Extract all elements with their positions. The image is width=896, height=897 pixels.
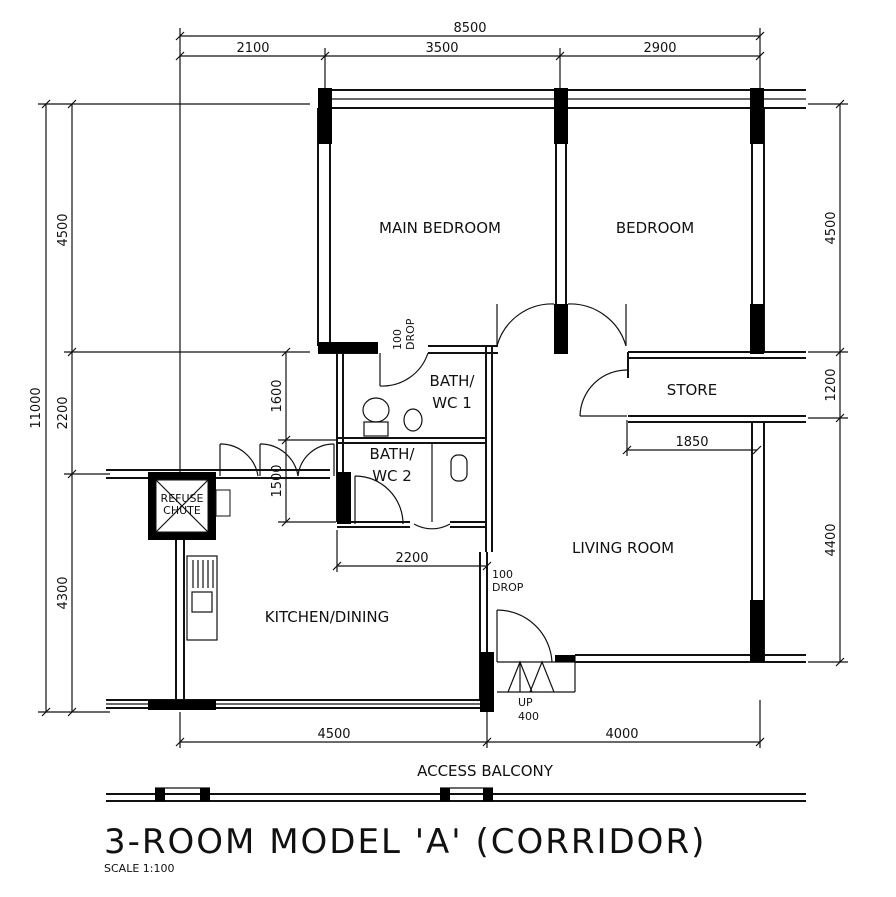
dim-bottom-2: 4000 bbox=[605, 727, 638, 742]
structural-columns bbox=[148, 88, 764, 801]
dim-left-3: 4300 bbox=[56, 576, 71, 609]
dim-total-width: 8500 bbox=[453, 21, 486, 36]
fixtures bbox=[186, 360, 468, 641]
drop-mid-label: DROP bbox=[492, 581, 524, 594]
room-bath1-line1: BATH/ bbox=[430, 372, 476, 390]
dim-inner-2200: 2200 bbox=[395, 551, 428, 566]
dim-right-1: 4500 bbox=[824, 211, 839, 244]
dimension-labels: 8500 2100 3500 2900 4500 4000 11000 4500… bbox=[29, 21, 839, 742]
refuse-chute-line2: CHUTE bbox=[163, 504, 201, 517]
room-living-room: LIVING ROOM bbox=[572, 539, 674, 557]
level-notes: 100 DROP 100 DROP UP 400 bbox=[391, 318, 539, 723]
dim-inner-1600: 1600 bbox=[270, 379, 285, 412]
dim-top-3: 2900 bbox=[643, 41, 676, 56]
drop-mid-value: 100 bbox=[492, 568, 513, 581]
room-labels: MAIN BEDROOM BEDROOM BATH/ WC 1 BATH/ WC… bbox=[161, 219, 718, 780]
dim-left-2: 2200 bbox=[56, 396, 71, 429]
room-bedroom: BEDROOM bbox=[616, 219, 694, 237]
dim-left-total: 11000 bbox=[29, 387, 44, 428]
dim-store-width: 1850 bbox=[675, 435, 708, 450]
room-main-bedroom: MAIN BEDROOM bbox=[379, 219, 501, 237]
drawing-title: 3-ROOM MODEL 'A' (CORRIDOR) bbox=[104, 822, 706, 862]
dim-bottom-1: 4500 bbox=[317, 727, 350, 742]
drop-top-label: DROP bbox=[404, 318, 417, 350]
refuse-chute bbox=[148, 472, 231, 540]
room-kitchen-dining: KITCHEN/DINING bbox=[265, 608, 390, 626]
dim-top-1: 2100 bbox=[236, 41, 269, 56]
dim-left-1: 4500 bbox=[56, 213, 71, 246]
dim-right-2: 1200 bbox=[824, 368, 839, 401]
dimension-lines bbox=[38, 28, 848, 748]
refuse-chute-line1: REFUSE bbox=[161, 492, 204, 505]
stair-up-value: 400 bbox=[518, 710, 539, 723]
doors bbox=[219, 303, 628, 693]
access-balcony-label: ACCESS BALCONY bbox=[417, 762, 554, 780]
drawing-scale: SCALE 1:100 bbox=[104, 862, 174, 875]
room-store: STORE bbox=[667, 381, 717, 399]
drop-top-value: 100 bbox=[391, 329, 404, 350]
room-bath2-line2: WC 2 bbox=[372, 467, 412, 485]
room-bath1-line2: WC 1 bbox=[432, 394, 472, 412]
stair-up-label: UP bbox=[518, 696, 533, 709]
dim-right-3: 4400 bbox=[824, 523, 839, 556]
dim-top-2: 3500 bbox=[425, 41, 458, 56]
dim-inner-1500: 1500 bbox=[270, 464, 285, 497]
room-bath2-line1: BATH/ bbox=[370, 445, 416, 463]
